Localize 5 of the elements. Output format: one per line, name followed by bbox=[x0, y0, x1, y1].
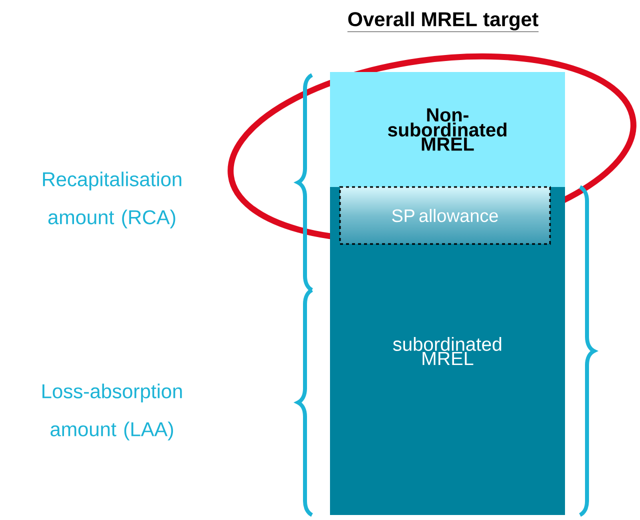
side-label: Recapitalisation amount (RCA) bbox=[43, 172, 182, 228]
tier-box: Non-subordinated MREL bbox=[330, 72, 565, 187]
title: Overall MREL target bbox=[347, 12, 539, 32]
side-label: Loss-absorption amount (LAA) bbox=[42, 384, 182, 440]
allowance-box: SP allowance bbox=[339, 186, 551, 245]
